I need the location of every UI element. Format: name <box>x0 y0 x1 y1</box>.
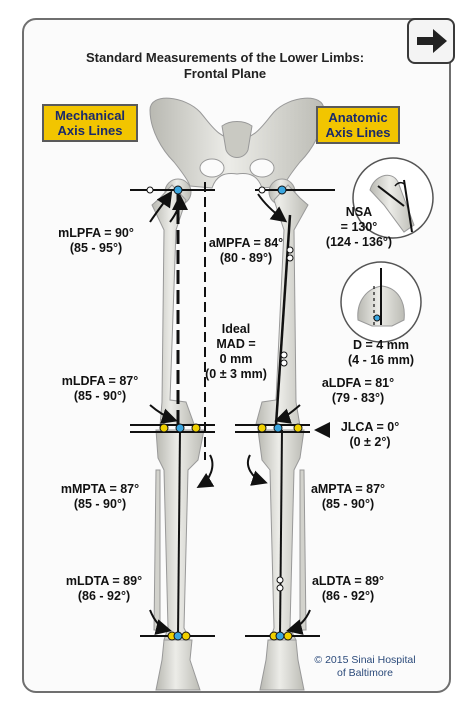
label-line: mLDFA = 87° <box>61 374 139 388</box>
title-line-2: Frontal Plane <box>183 66 267 81</box>
label-line: mMPTA = 87° <box>60 482 140 496</box>
label-line: (0 ± 2°) <box>349 435 391 449</box>
label-line: 0 mm <box>219 352 253 366</box>
angle-arrows <box>149 190 330 635</box>
label-line: mLPFA = 90° <box>58 226 134 240</box>
mmpta-label: mMPTA = 87° (85 - 90°) <box>52 482 148 512</box>
label-line: Ideal <box>221 322 251 336</box>
label-line: aMPTA = 87° <box>310 482 386 496</box>
label-line: = 130° <box>340 220 378 234</box>
label-line: (86 - 92°) <box>77 589 131 603</box>
tag-line: Axis Lines <box>325 125 391 140</box>
ampta-label: aMPTA = 87° (85 - 90°) <box>300 482 396 512</box>
next-button[interactable] <box>407 18 455 64</box>
mldta-label: mLDTA = 89° (86 - 92°) <box>56 574 152 604</box>
label-line: aLDTA = 89° <box>311 574 385 588</box>
nsa-inset <box>352 157 434 239</box>
label-line: NSA <box>345 205 373 219</box>
label-line: (85 - 90°) <box>73 389 127 403</box>
mad-label: Ideal MAD = 0 mm (0 ± 3 mm) <box>198 322 274 382</box>
tag-line: Anatomic <box>328 110 388 125</box>
label-line: JLCA = 0° <box>340 420 400 434</box>
label-line: aMPFA = 84° <box>208 236 284 250</box>
label-line: (79 - 83°) <box>331 391 385 405</box>
label-line: D = 4 mm <box>353 338 409 352</box>
pelvis <box>149 97 325 189</box>
label-line: (86 - 92°) <box>321 589 375 603</box>
tag-line: Axis Lines <box>57 123 123 138</box>
d-inset <box>340 261 422 343</box>
nsa-label: NSA = 130° (124 - 136°) <box>314 205 404 250</box>
label-line: (85 - 95°) <box>69 241 123 255</box>
label-line: (85 - 90°) <box>73 497 127 511</box>
label-line: (4 - 16 mm) <box>348 353 414 367</box>
femur-right <box>255 178 309 427</box>
label-line: (124 - 136°) <box>325 235 393 249</box>
jlca-label: JLCA = 0° (0 ± 2°) <box>330 420 410 450</box>
copyright-line: © 2015 Sinai Hospital <box>314 654 416 666</box>
d-label: D = 4 mm (4 - 16 mm) <box>336 338 426 368</box>
tag-line: Mechanical <box>54 108 126 123</box>
label-line: aLDFA = 81° <box>321 376 395 390</box>
label-line: mLDTA = 89° <box>65 574 143 588</box>
label-line: (0 ± 3 mm) <box>205 367 267 381</box>
anatomic-axis-tag: Anatomic Axis Lines <box>316 106 400 144</box>
mechanical-axes <box>130 182 215 637</box>
aldfa-label: aLDFA = 81° (79 - 83°) <box>310 376 406 406</box>
copyright-line: of Baltimore <box>336 667 394 679</box>
label-line: (80 - 89°) <box>219 251 273 265</box>
feet <box>155 639 305 691</box>
mechanical-axis-tag: Mechanical Axis Lines <box>42 104 138 142</box>
label-line: (85 - 90°) <box>321 497 375 511</box>
arrow-right-icon <box>417 29 447 53</box>
mlpfa-label: mLPFA = 90° (85 - 95°) <box>46 226 146 256</box>
aldta-label: aLDTA = 89° (86 - 92°) <box>300 574 396 604</box>
title-line-1: Standard Measurements of the Lower Limbs… <box>85 50 365 65</box>
figure-title: Standard Measurements of the Lower Limbs… <box>60 50 390 82</box>
ampfa-label: aMPFA = 84° (80 - 89°) <box>196 236 296 266</box>
label-line: MAD = <box>216 337 256 351</box>
axis-markers <box>146 185 303 641</box>
mldfa-label: mLDFA = 87° (85 - 90°) <box>52 374 148 404</box>
copyright-notice: © 2015 Sinai Hospital of Baltimore <box>300 654 430 680</box>
